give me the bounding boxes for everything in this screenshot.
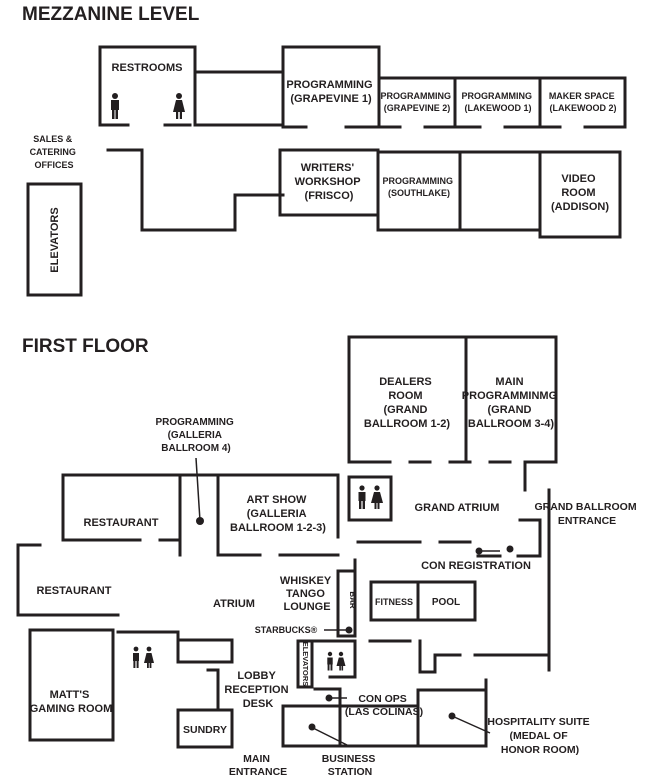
galleria4-label: PROGRAMMING (GALLERIA BALLROOM 4) bbox=[155, 417, 236, 454]
first-floor-heading: FIRST FLOOR bbox=[22, 336, 149, 357]
lakewood1-label: PROGRAMMING (LAKEWOOD 1) bbox=[461, 91, 534, 113]
grand-entrance-marker bbox=[506, 545, 514, 553]
lobby-reception-label: LOBBY RECEPTION DESK bbox=[224, 670, 291, 710]
sales-offices-label: SALES & CATERING OFFICES bbox=[30, 134, 79, 170]
main-programming-label: MAIN PROGRAMMINMG (GRAND BALLROOM 3-4) bbox=[462, 376, 560, 430]
galleria4-marker bbox=[196, 517, 204, 525]
business-station-label: BUSINESS STATION bbox=[322, 753, 379, 778]
pool-label: POOL bbox=[432, 597, 460, 608]
hospitality-label: HOSPITALITY SUITE (MEDAL OF HONOR ROOM) bbox=[487, 716, 592, 756]
business-station-marker bbox=[308, 723, 316, 731]
grapevine2-label: PROGRAMMING (GRAPEVINE 2) bbox=[380, 91, 453, 113]
gaming-womens-restroom-icon bbox=[144, 646, 154, 668]
location-markers bbox=[195, 457, 514, 746]
bar-label: BAR bbox=[348, 591, 357, 609]
con-registration-label: CON REGISTRATION bbox=[421, 560, 531, 572]
grand-ballroom-entrance-label: GRAND BALLROOM ENTRANCE bbox=[535, 501, 640, 527]
first-floor-walls bbox=[16, 335, 558, 749]
whiskey-tango-label: WHISKEY TANGO LOUNGE bbox=[280, 575, 334, 613]
con-registration-marker bbox=[475, 547, 483, 555]
frisco-label: WRITERS' WORKSHOP (FRISCO) bbox=[295, 162, 364, 202]
con-ops-marker bbox=[325, 694, 333, 702]
restaurant-upper-label: RESTAURANT bbox=[84, 517, 159, 529]
mezzanine-mens-restroom-icon bbox=[111, 93, 119, 119]
first-floor-mens-restroom-icon bbox=[358, 485, 366, 509]
art-show-label: ART SHOW (GALLERIA BALLROOM 1-2-3) bbox=[230, 494, 326, 534]
dealers-room-label: DEALERS ROOM (GRAND BALLROOM 1-2) bbox=[364, 376, 451, 430]
restrooms-label: RESTROOMS bbox=[112, 62, 183, 74]
addison-label: VIDEO ROOM (ADDISON) bbox=[551, 173, 609, 213]
fitness-label: FITNESS bbox=[375, 597, 413, 607]
sundry-label: SUNDRY bbox=[183, 724, 227, 736]
mezzanine-walls bbox=[26, 45, 627, 297]
first-floor-elevators-label: ELEVATORS bbox=[301, 642, 310, 687]
southlake-label: PROGRAMMING (SOUTHLAKE) bbox=[382, 176, 455, 198]
starbucks-label: STARBUCKS® bbox=[255, 625, 318, 635]
atrium-label: ATRIUM bbox=[213, 598, 255, 610]
hospitality-marker bbox=[448, 712, 456, 720]
mezzanine-heading: MEZZANINE LEVEL bbox=[22, 4, 200, 25]
main-entrance-label: MAIN ENTRANCE bbox=[229, 753, 287, 778]
elevator-mens-restroom-icon bbox=[327, 651, 333, 671]
grapevine1-label: PROGRAMMING (GRAPEVINE 1) bbox=[286, 79, 375, 105]
lakewood2-label: MAKER SPACE (LAKEWOOD 2) bbox=[549, 91, 617, 113]
con-ops-label: CON OPS (LAS COLINAS) bbox=[345, 693, 423, 718]
mezzanine-womens-restroom-icon bbox=[173, 93, 185, 119]
first-floor-womens-restroom-icon bbox=[371, 485, 383, 509]
grand-atrium-label: GRAND ATRIUM bbox=[415, 502, 500, 514]
gaming-mens-restroom-icon bbox=[133, 646, 139, 668]
matts-gaming-label: MATT'S GAMING ROOM bbox=[30, 689, 113, 715]
mezzanine-elevators-label: ELEVATORS bbox=[49, 207, 61, 272]
starbucks-marker bbox=[345, 626, 353, 634]
elevator-womens-restroom-icon bbox=[336, 651, 346, 671]
restaurant-lower-label: RESTAURANT bbox=[37, 585, 112, 597]
